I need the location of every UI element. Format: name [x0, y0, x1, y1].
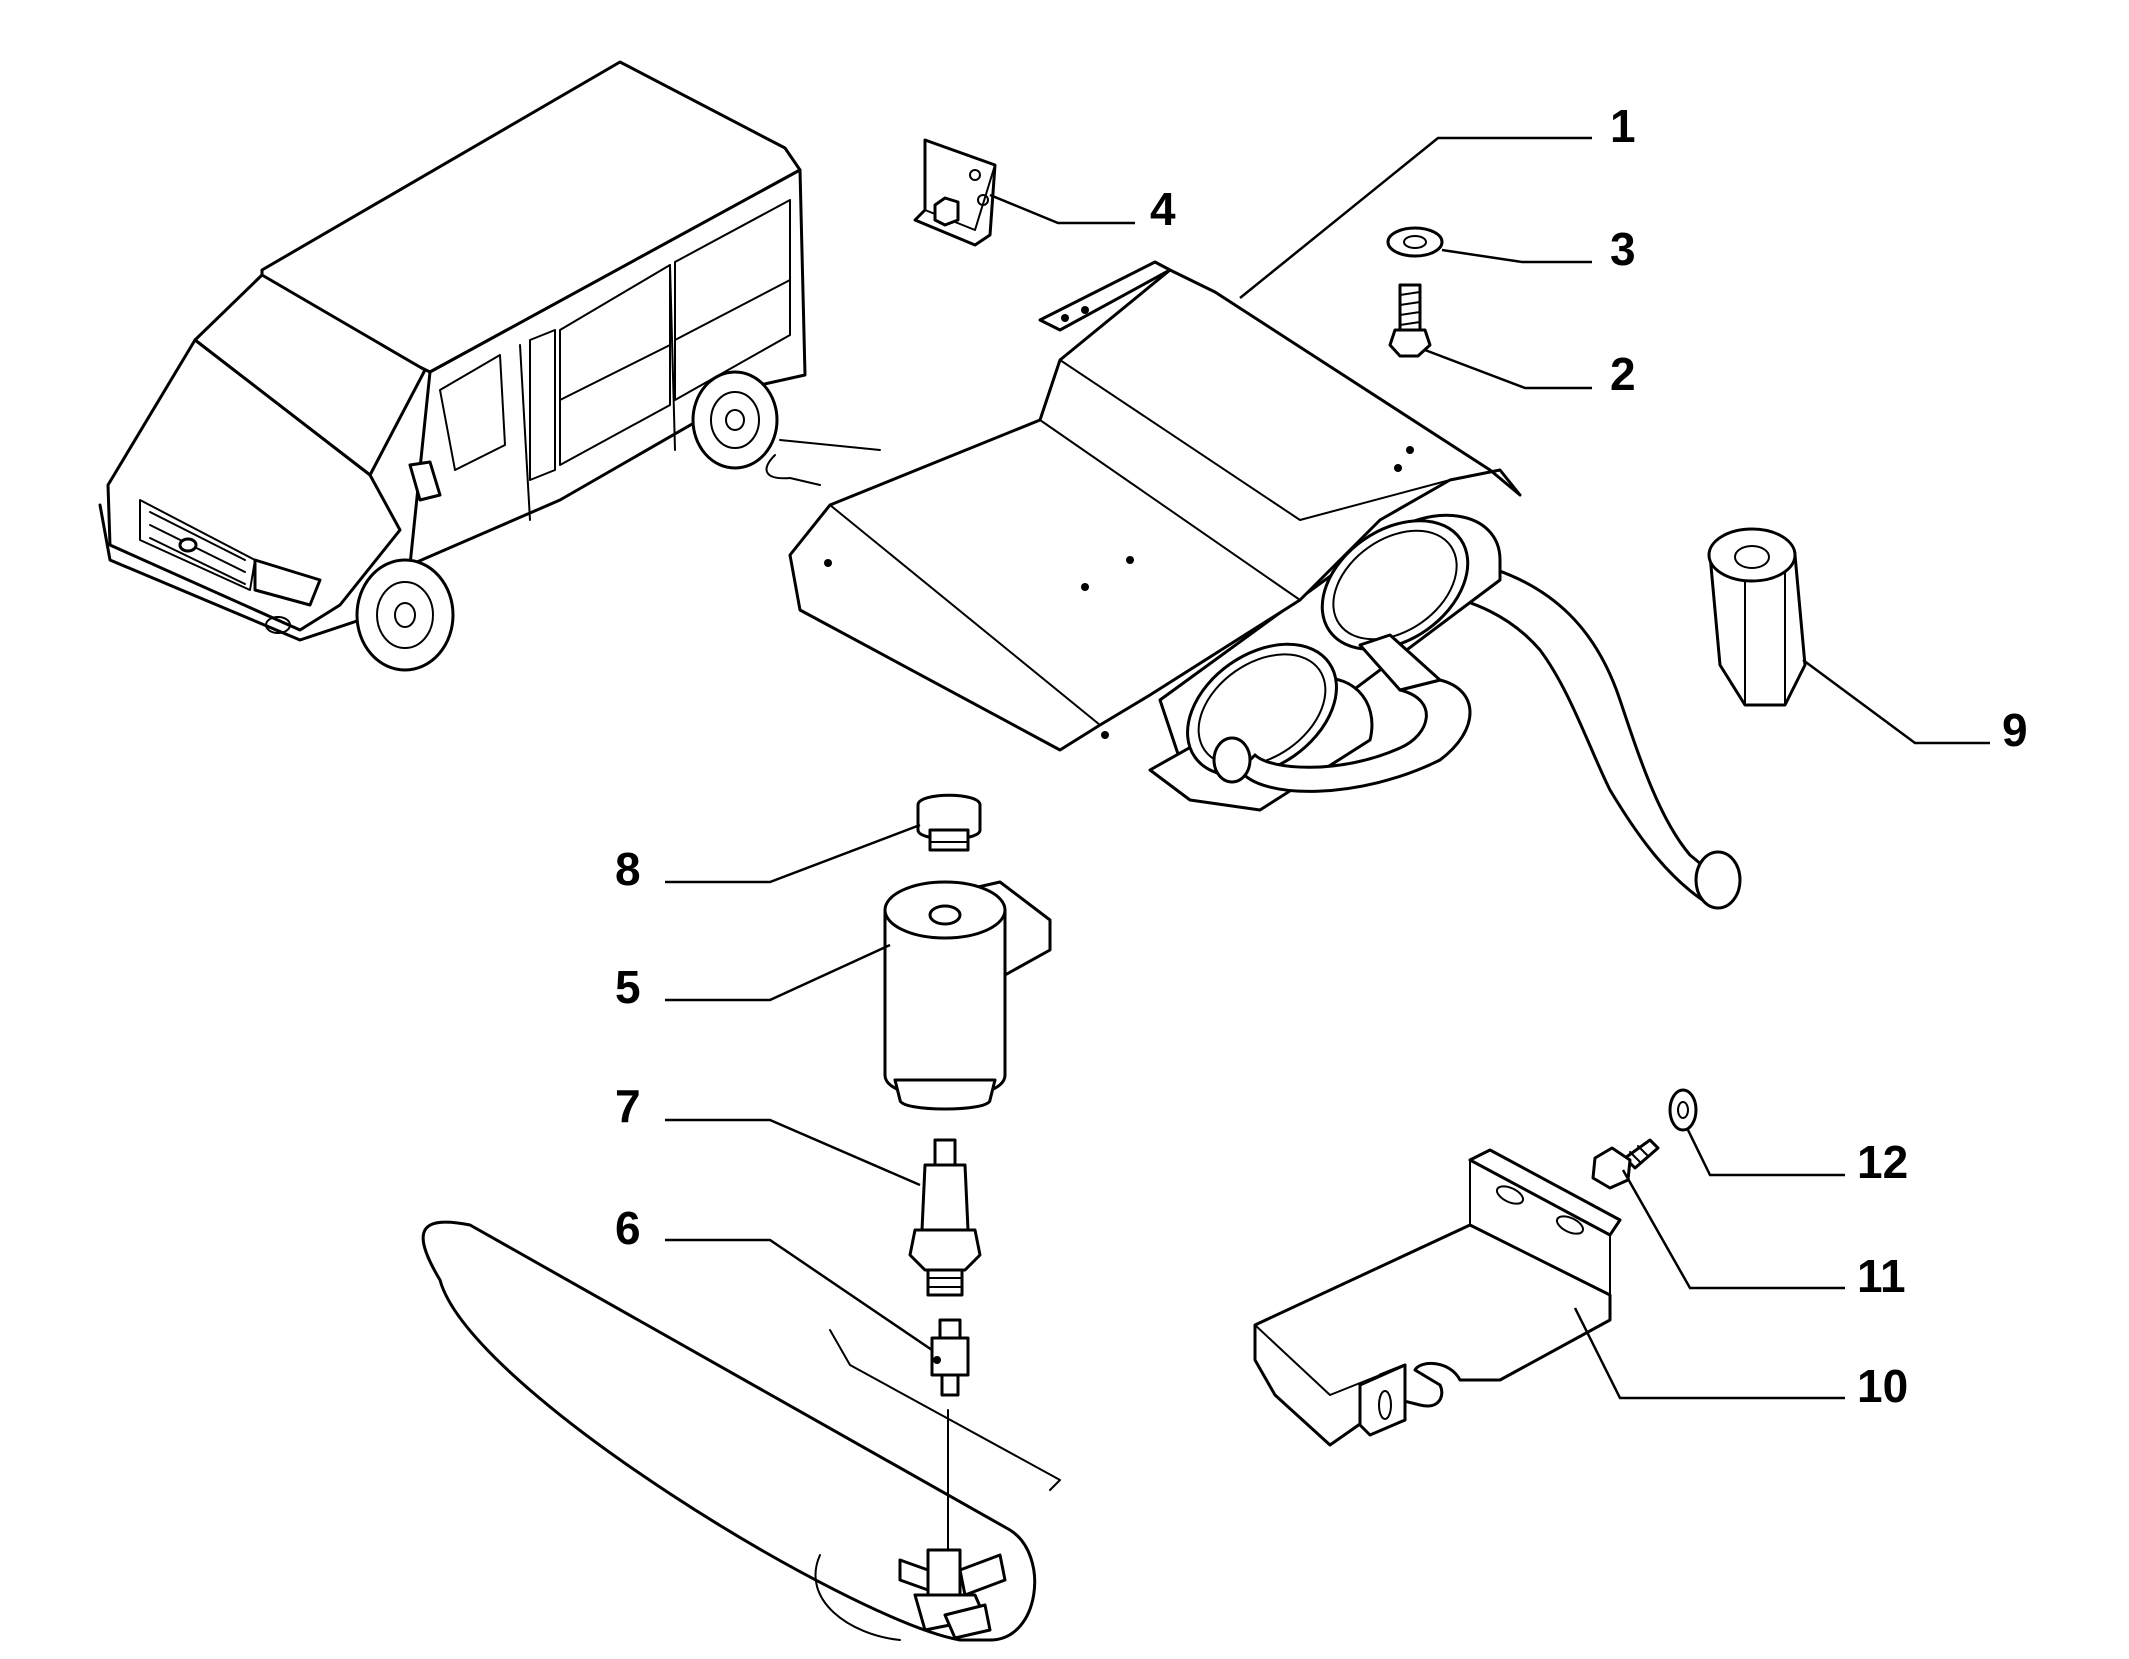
pressure-tank [421, 1220, 1061, 1642]
plug-part-8 [916, 793, 982, 852]
callout-12: 12 [1857, 1136, 1908, 1188]
leader-lines [665, 136, 1990, 1400]
leader-5 [665, 943, 891, 1002]
callout-3: 3 [1610, 223, 1636, 275]
callout-9: 9 [2002, 704, 2028, 756]
leader-10 [1573, 1307, 1845, 1400]
leader-3 [1441, 248, 1592, 264]
callout-5: 5 [615, 961, 641, 1013]
leader-11 [1621, 1169, 1845, 1290]
muffler-heat-shield [788, 260, 1742, 910]
leader-1 [1239, 136, 1592, 299]
van-front-wheel [355, 558, 455, 672]
fitting-part-7 [908, 1138, 982, 1297]
callout-10: 10 [1857, 1360, 1908, 1412]
callout-8: 8 [615, 843, 641, 895]
callout-11: 11 [1857, 1250, 1906, 1302]
mounting-bracket-part-10 [1253, 1148, 1622, 1447]
washer-part-3 [1386, 226, 1444, 258]
leader-9 [1802, 658, 1990, 745]
callout-4: 4 [1150, 183, 1176, 235]
callout-labels: 1 2 3 4 5 6 7 8 9 10 11 12 [615, 100, 2028, 1412]
leader-2 [1424, 348, 1592, 390]
hex-spacer-part-9 [1707, 527, 1807, 707]
van-rear-wheel [691, 370, 779, 470]
leader-6 [665, 1238, 933, 1352]
bolt-part-11 [1591, 1138, 1660, 1190]
mounting-bracket-with-nut [913, 138, 997, 247]
van-illustration [98, 60, 881, 672]
leader-8 [665, 823, 921, 884]
callout-6: 6 [615, 1202, 641, 1254]
bolt-part-2 [1388, 283, 1432, 358]
leader-12 [1686, 1129, 1845, 1177]
leader-4 [989, 193, 1135, 225]
callout-7: 7 [615, 1080, 641, 1132]
callout-2: 2 [1610, 348, 1636, 400]
leader-7 [665, 1118, 921, 1187]
callout-1: 1 [1610, 100, 1636, 152]
valve-part-6 [930, 1318, 970, 1397]
filter-canister-part-5 [883, 880, 1052, 1111]
washer-part-12 [1668, 1088, 1698, 1132]
